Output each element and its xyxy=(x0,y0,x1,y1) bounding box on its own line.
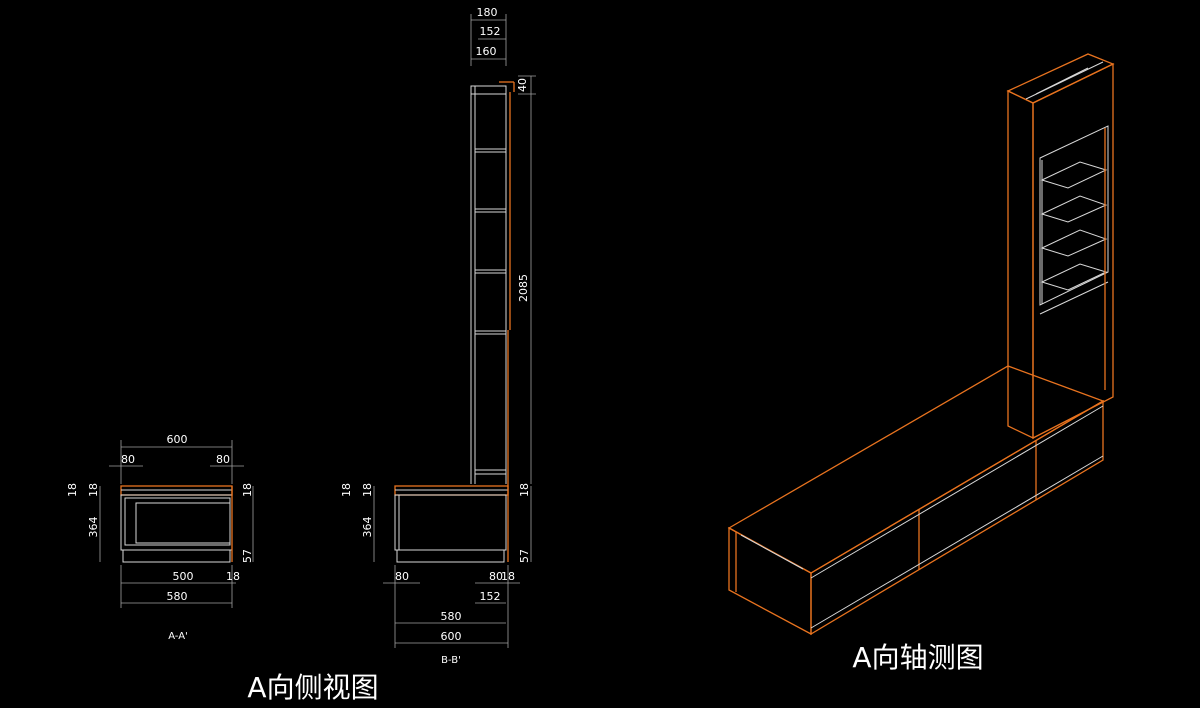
caption-side-view: A向侧视图 xyxy=(247,671,378,704)
dim-b-180: 180 xyxy=(477,6,498,19)
dim-a-18-left-inner: 18 xyxy=(87,483,100,497)
dim-a-80-right: 80 xyxy=(216,453,230,466)
section-a-dimensions: 600 80 80 18 18 18 364 57 500 18 580 xyxy=(66,433,254,603)
dim-b-18-left-outer: 18 xyxy=(340,483,353,497)
dim-a-80-left: 80 xyxy=(121,453,135,466)
caption-section-b: B-B' xyxy=(441,655,461,666)
dim-b-80-right: 80 xyxy=(489,570,503,583)
dim-a-364: 364 xyxy=(87,517,100,538)
dim-a-600: 600 xyxy=(167,433,188,446)
dim-b-18-right: 18 xyxy=(518,483,531,497)
dim-b-580: 580 xyxy=(441,610,462,623)
dim-b-152-bottom: 152 xyxy=(480,590,501,603)
section-a-drawing xyxy=(99,440,254,608)
dim-b-18-bottom: 18 xyxy=(501,570,515,583)
dim-b-600: 600 xyxy=(441,630,462,643)
dim-b-2085: 2085 xyxy=(517,274,530,302)
section-b-dimensions: 180 152 160 40 2085 18 18 18 364 57 80 8… xyxy=(340,6,531,643)
dim-a-18-right: 18 xyxy=(241,483,254,497)
dim-b-364: 364 xyxy=(361,517,374,538)
caption-axo-view: A向轴测图 xyxy=(852,641,983,674)
dim-b-18-left-inner: 18 xyxy=(361,483,374,497)
dim-b-152-top: 152 xyxy=(480,25,501,38)
section-b-drawing xyxy=(373,14,536,648)
axonometric-drawing xyxy=(727,53,1115,636)
dim-a-18-bottom: 18 xyxy=(226,570,240,583)
dim-a-580: 580 xyxy=(167,590,188,603)
dim-a-57: 57 xyxy=(241,549,254,563)
dim-b-80-left: 80 xyxy=(395,570,409,583)
dim-a-500: 500 xyxy=(173,570,194,583)
dim-b-40: 40 xyxy=(516,78,529,92)
dim-a-18-left-outer: 18 xyxy=(66,483,79,497)
dim-b-160: 160 xyxy=(476,45,497,58)
caption-section-a: A-A' xyxy=(168,631,188,642)
dim-b-57: 57 xyxy=(518,549,531,563)
